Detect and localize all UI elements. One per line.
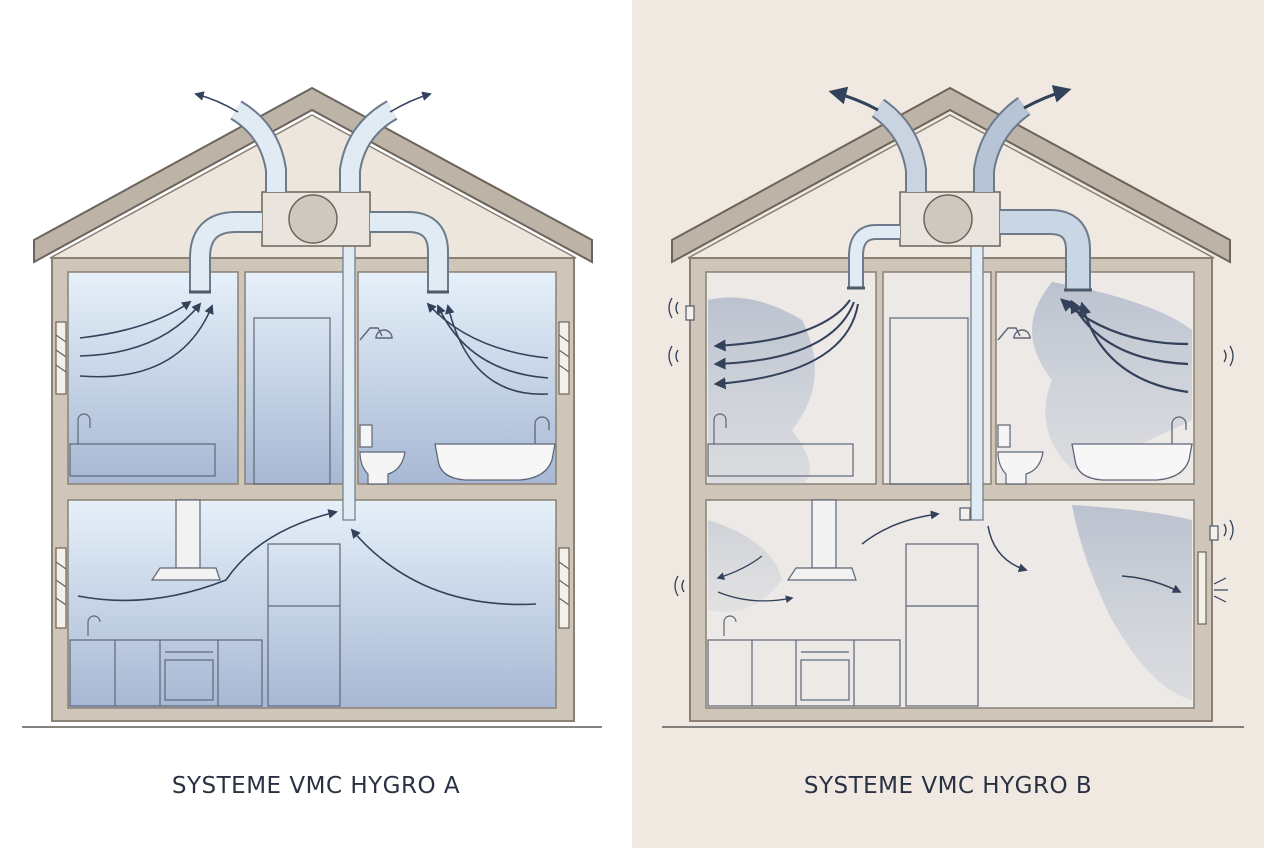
range-hood xyxy=(150,499,221,581)
house-diagram-a xyxy=(22,86,602,728)
house-diagram-b xyxy=(662,85,1244,728)
room-hall xyxy=(244,271,354,485)
kitchen-units xyxy=(707,615,901,707)
panel-hygro-a: SYSTEME VMC HYGRO A xyxy=(22,86,602,799)
bedroom-sofa xyxy=(707,413,854,477)
roof xyxy=(671,86,1231,264)
toilet-icon xyxy=(997,424,1044,485)
hall-door xyxy=(889,317,969,485)
vertical-duct xyxy=(970,244,984,521)
bathtub-icon xyxy=(1071,416,1193,481)
hall-door xyxy=(253,317,331,485)
fridge xyxy=(267,543,341,707)
air-inlet-icon xyxy=(55,321,570,629)
inlet-airflow-ticks xyxy=(1213,577,1228,603)
sensor-signal-waves xyxy=(668,297,1234,597)
range-hood xyxy=(786,499,857,581)
fan-icon xyxy=(261,191,371,247)
fan-icon xyxy=(899,191,1001,247)
shower-icon xyxy=(997,327,1031,341)
airflow-arrows xyxy=(713,85,1189,604)
toilet-icon xyxy=(359,424,406,485)
bathtub-icon xyxy=(434,416,556,481)
shower-icon xyxy=(359,327,393,341)
humid-air-haze xyxy=(708,282,1192,700)
air-inlet-icon xyxy=(1197,551,1207,625)
panel-hygro-b: SYSTEME VMC HYGRO B xyxy=(632,0,1264,848)
humidity-sensor-icon xyxy=(685,305,1219,541)
room-bedroom xyxy=(67,271,239,485)
vertical-duct xyxy=(342,244,356,521)
airflow-arrows xyxy=(77,91,549,606)
caption-hygro-a: SYSTEME VMC HYGRO A xyxy=(171,773,461,799)
bedroom-sofa xyxy=(69,413,216,477)
room-kitchen-living xyxy=(67,499,557,709)
roof xyxy=(33,86,593,264)
caption-hygro-b: SYSTEME VMC HYGRO B xyxy=(803,773,1093,799)
fridge xyxy=(905,543,979,707)
kitchen-units xyxy=(69,615,263,707)
